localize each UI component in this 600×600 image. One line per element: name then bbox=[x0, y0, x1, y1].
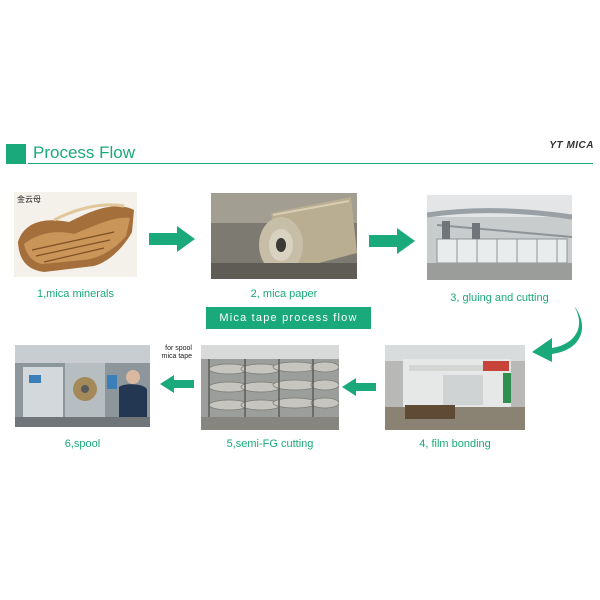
header-accent-square bbox=[6, 144, 26, 164]
photo-gluing-and-cutting bbox=[427, 195, 572, 280]
step-label-semi-fg-cutting: 5,semi-FG cutting bbox=[226, 438, 314, 450]
arrow-right-icon bbox=[149, 226, 195, 252]
photo-caption: 金云母 bbox=[17, 195, 41, 204]
arrow-left-icon bbox=[160, 375, 194, 393]
note-for-spool-mica-tape: for spool mica tape bbox=[150, 345, 192, 361]
step-label-mica-minerals: 1,mica minerals bbox=[36, 288, 115, 300]
step-label-gluing-and-cutting: 3, gluing and cutting bbox=[450, 292, 549, 304]
photo-film-bonding bbox=[385, 345, 525, 430]
curved-arrow-icon bbox=[532, 306, 583, 362]
process-flow-banner: Mica tape process flow bbox=[206, 307, 371, 329]
step-label-film-bonding: 4, film bonding bbox=[419, 438, 491, 450]
page-title: Process Flow bbox=[33, 143, 136, 162]
photo-semi-fg-cutting bbox=[201, 345, 339, 430]
step-label-mica-paper: 2, mica paper bbox=[250, 288, 318, 300]
photo-mica-paper bbox=[211, 193, 357, 279]
brand-name: YT MICA bbox=[549, 140, 594, 151]
arrow-right-icon bbox=[369, 228, 415, 254]
photo-spool bbox=[15, 345, 150, 427]
note-line-1: for spool bbox=[165, 345, 192, 352]
header-divider bbox=[28, 163, 593, 164]
arrow-left-icon bbox=[342, 378, 376, 396]
note-line-2: mica tape bbox=[161, 353, 192, 360]
step-label-spool: 6,spool bbox=[64, 438, 101, 450]
photo-mica-minerals: 金云母 bbox=[14, 192, 137, 277]
